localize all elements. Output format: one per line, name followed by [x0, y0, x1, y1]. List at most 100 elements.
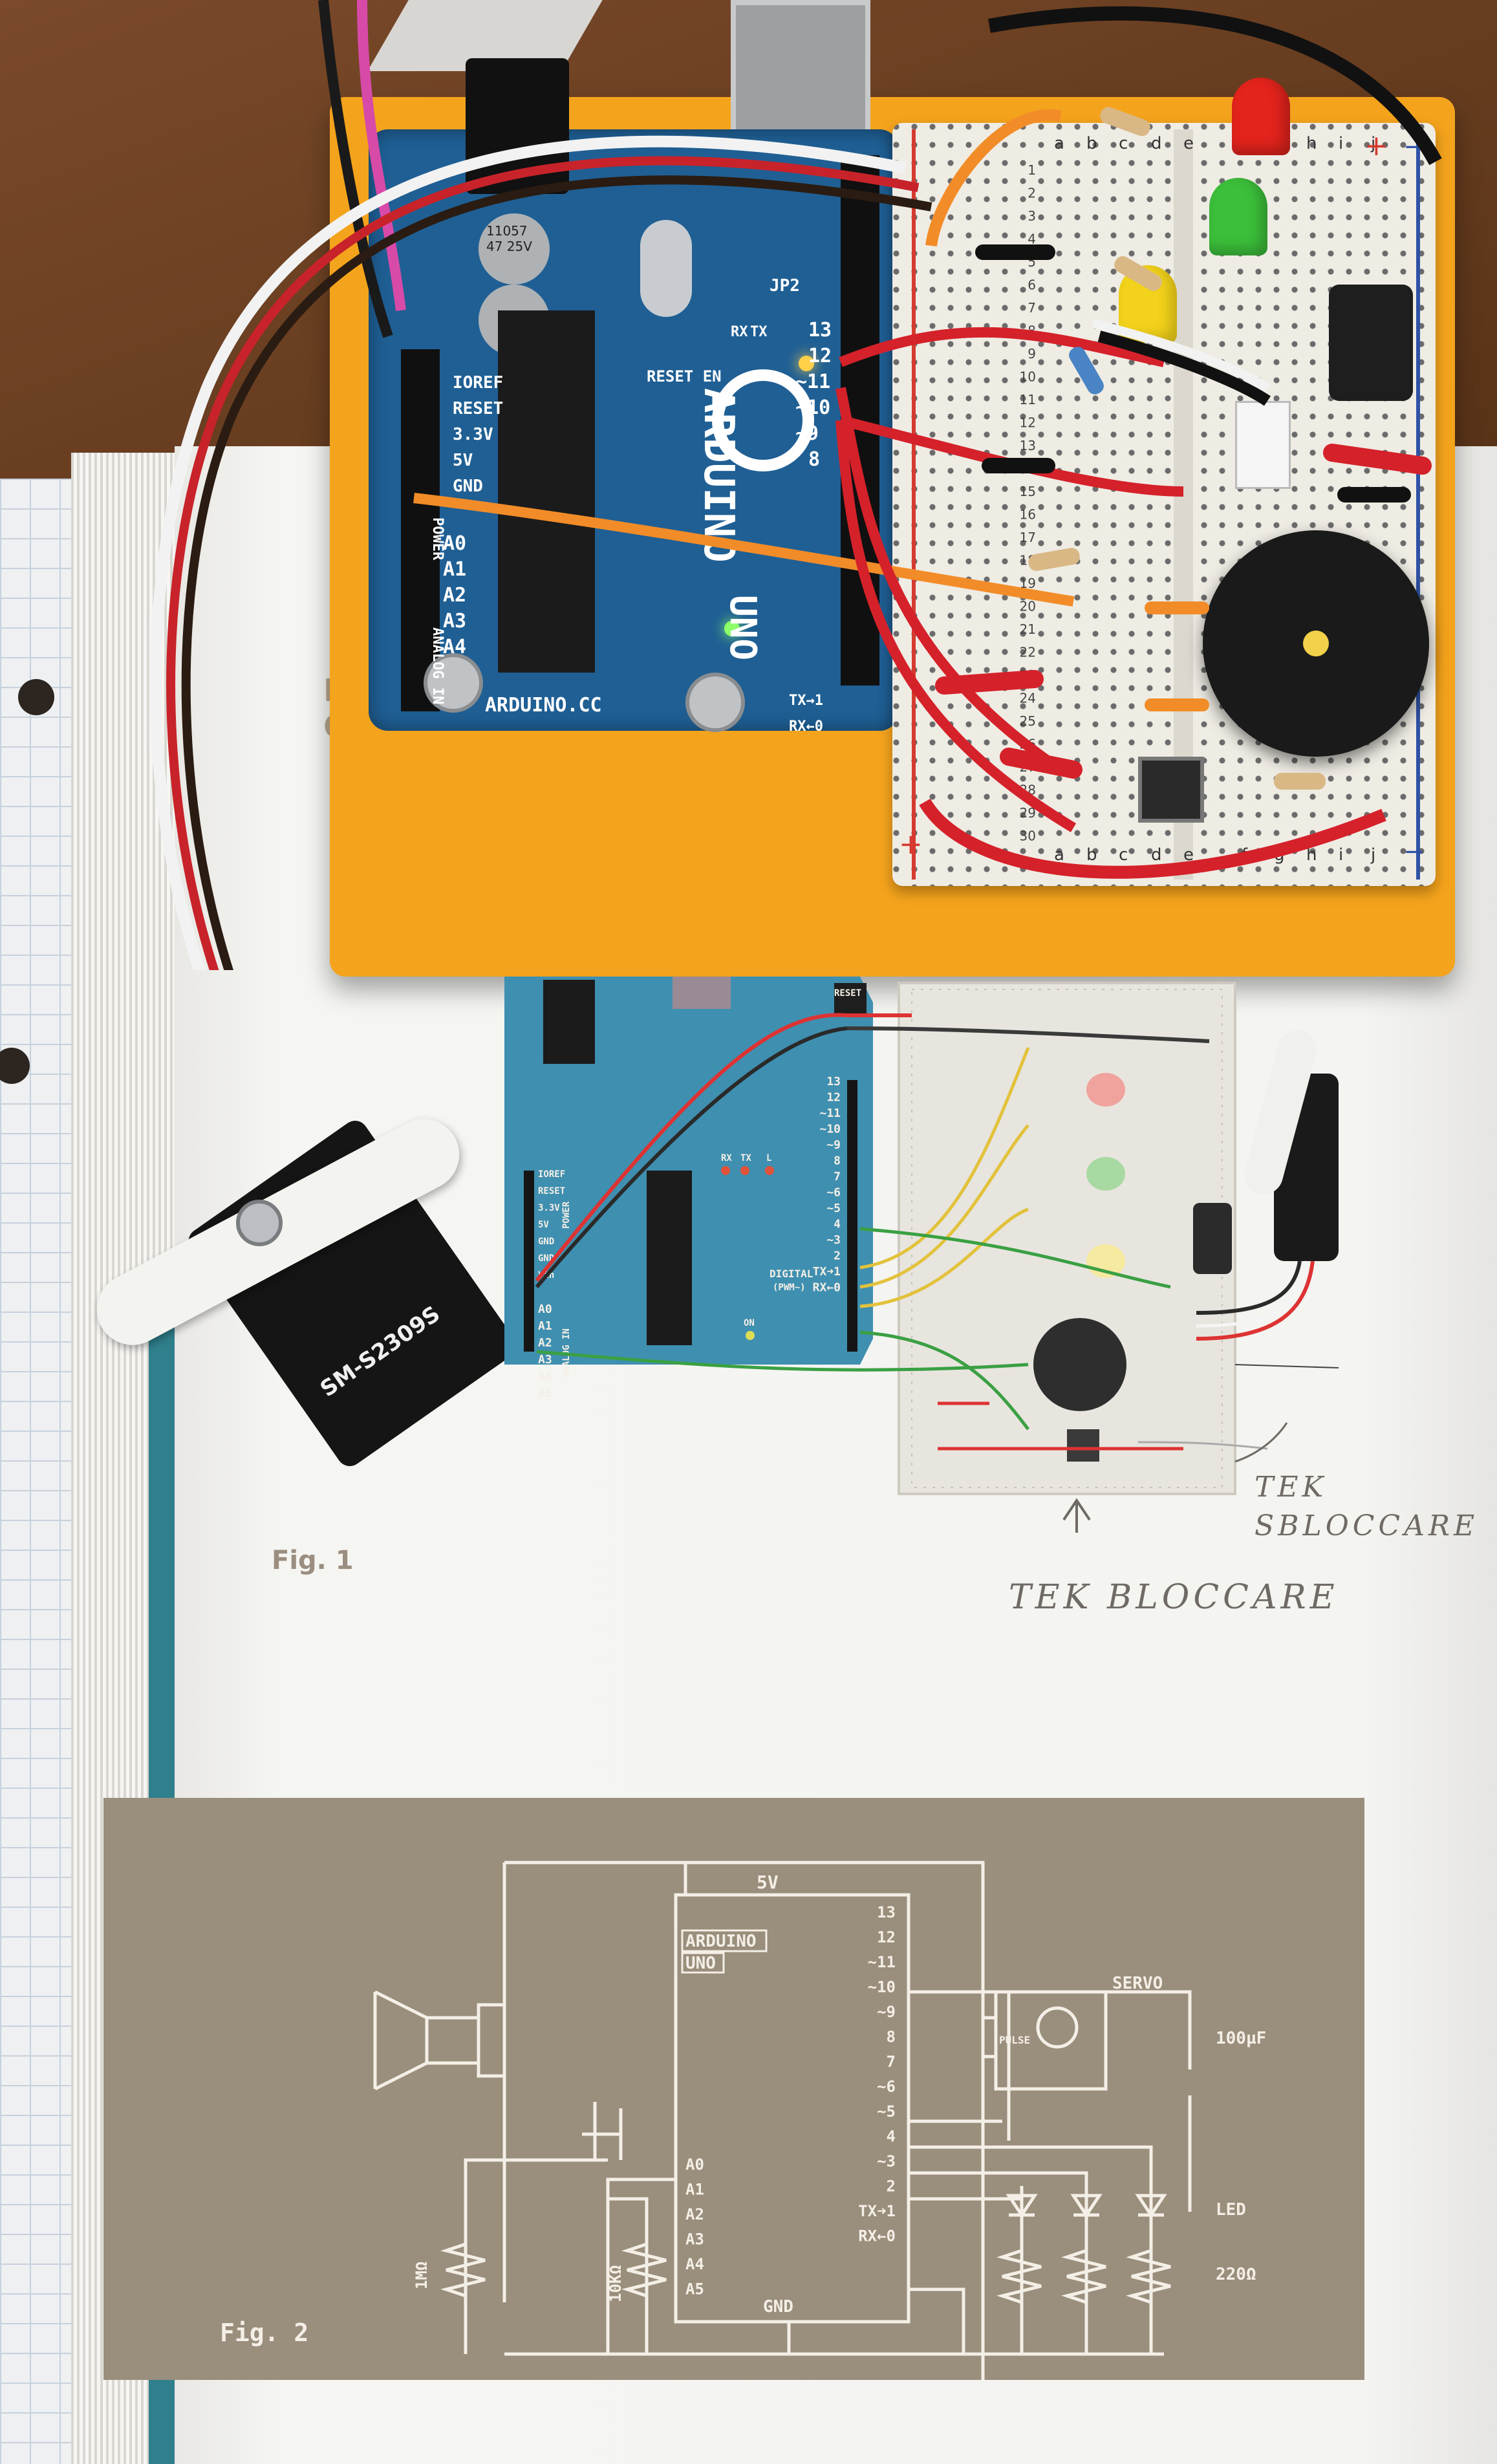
fig1-pwm: (PWM~): [773, 1282, 806, 1293]
fig1-digital-pin: 13: [826, 1075, 841, 1088]
col-a: a: [1054, 134, 1064, 153]
row-number: 2: [1028, 186, 1036, 201]
v33-label: 3.3V: [453, 425, 493, 444]
rail-plus-top: +: [1364, 129, 1388, 162]
power-label: POWER: [429, 517, 446, 561]
analog-pin-1: A1: [443, 558, 466, 581]
analog-pin-4: A4: [443, 636, 466, 658]
fig1-digital-pin: 2: [834, 1249, 841, 1263]
analog-label: ANALOG IN: [429, 627, 446, 704]
usb-connector: [731, 0, 870, 140]
fig2-right-pin: 7: [887, 2053, 896, 2071]
row-number: 15: [1020, 484, 1036, 499]
analog-pin-0: A0: [443, 532, 466, 555]
row-number: 1: [1028, 162, 1036, 178]
fig2-gnd: GND: [763, 2297, 793, 2317]
fig2-left-pin: A1: [685, 2181, 704, 2199]
ioref-label: IOREF: [453, 373, 503, 393]
row-number: 6: [1028, 277, 1036, 293]
fig1-digital-pin: ~10: [819, 1123, 841, 1136]
fig1-l: L: [766, 1153, 771, 1163]
handwritten-lock-note: TEK BLOCCARE: [1009, 1578, 1339, 1617]
fig1-reset: RESET: [834, 988, 861, 999]
row-number: 22: [1020, 645, 1036, 660]
handwritten-arrow-icon: [1062, 1498, 1091, 1533]
fig2-uno: UNO: [685, 1954, 716, 1973]
fig1-led-green: [1086, 1157, 1125, 1191]
fig1-capacitor: [1193, 1203, 1232, 1274]
fig2-220: 220Ω: [1216, 2265, 1256, 2284]
fig2-arduino: ARDUINO: [685, 1932, 757, 1951]
fig1-power-pin: GND: [538, 1237, 554, 1247]
fig1-button: [1067, 1429, 1099, 1462]
fig1-analog-pin: A3: [538, 1353, 552, 1367]
digital-pin-9: ~9: [795, 422, 819, 445]
fig1-digital-pin: ~6: [826, 1186, 841, 1200]
col-h-bottom: h: [1306, 845, 1317, 865]
fig2-cap: 100µF: [1216, 2029, 1266, 2048]
reset-en-label: RESET EN: [647, 367, 722, 385]
fig1-digital-pin: 4: [834, 1218, 841, 1231]
col-h: h: [1306, 134, 1317, 153]
fig2-pulse: PULSE: [999, 2034, 1030, 2046]
led-green: [1209, 178, 1267, 255]
fig2-led: LED: [1216, 2200, 1246, 2220]
photo-wires: [149, 0, 1442, 970]
fig1-digital-pin: 8: [834, 1154, 841, 1168]
analog-pin-3: A3: [443, 610, 466, 632]
fig2-right-pin: ~5: [877, 2102, 896, 2121]
col-a-bottom: a: [1054, 845, 1064, 865]
fig2-right-pin: RX←0: [858, 2227, 896, 2245]
fig2-right-pin: ~3: [877, 2152, 896, 2170]
row-number: 16: [1020, 507, 1036, 523]
mounting-screw: [685, 673, 745, 732]
fig1-power-pin: 5V: [538, 1220, 549, 1230]
rx-label: RX: [731, 324, 748, 340]
crystal: [640, 220, 692, 317]
col-b: b: [1086, 134, 1097, 153]
servo-horn-screw: [236, 1200, 283, 1246]
col-c-bottom: c: [1119, 845, 1128, 865]
capacitor-1: [479, 213, 550, 285]
fig2-right-pin: TX➜1: [858, 2202, 896, 2220]
col-e-bottom: e: [1183, 845, 1194, 865]
row-number: 13: [1020, 438, 1036, 453]
fig1-digital-pin: TX➜1: [813, 1265, 841, 1279]
fig1-analog-pin: A0: [538, 1302, 552, 1316]
tx1-label: TX→1: [789, 693, 823, 709]
status-led-on: [799, 356, 814, 371]
fig2-1m: 1MΩ: [413, 2262, 431, 2289]
fig1-tx: TX: [740, 1153, 751, 1163]
row-number: 20: [1020, 599, 1036, 614]
fig1-on: ON: [744, 1318, 755, 1328]
fig1-analog-pin: A4: [538, 1370, 552, 1383]
fig1-servo-horn: [1244, 1030, 1317, 1194]
col-j: j: [1370, 134, 1375, 153]
fig2-left-pin: A5: [685, 2280, 704, 2298]
fig2-5v: 5V: [757, 1872, 779, 1893]
fig2-left-pin: A4: [685, 2255, 704, 2273]
rail-plus: +: [899, 828, 923, 861]
fig1-digital-pin: ~5: [826, 1202, 841, 1215]
fig2-right-pin: 12: [877, 1929, 896, 1947]
col-d-bottom: d: [1151, 845, 1162, 865]
breadboard-rail-blue: [1416, 129, 1420, 880]
handwritten-unlock-note: TEK SBLOCCARE: [1255, 1471, 1479, 1542]
row-number: 25: [1020, 713, 1036, 729]
status-led-power: [724, 621, 740, 636]
row-number: 4: [1028, 232, 1036, 247]
fig1-power-pin: RESET: [538, 1186, 565, 1196]
row-number: 12: [1020, 415, 1036, 431]
row-number: 9: [1028, 346, 1036, 362]
breadboard-rail-red: [912, 129, 916, 880]
fig2-right-pin: 4: [887, 2128, 896, 2146]
digital-pin-12: 12: [808, 345, 832, 367]
fig2-right-pin: 8: [887, 2028, 896, 2046]
binder-hole: [0, 1048, 30, 1084]
gnd-label: GND: [453, 477, 483, 496]
row-number: 30: [1020, 828, 1036, 844]
